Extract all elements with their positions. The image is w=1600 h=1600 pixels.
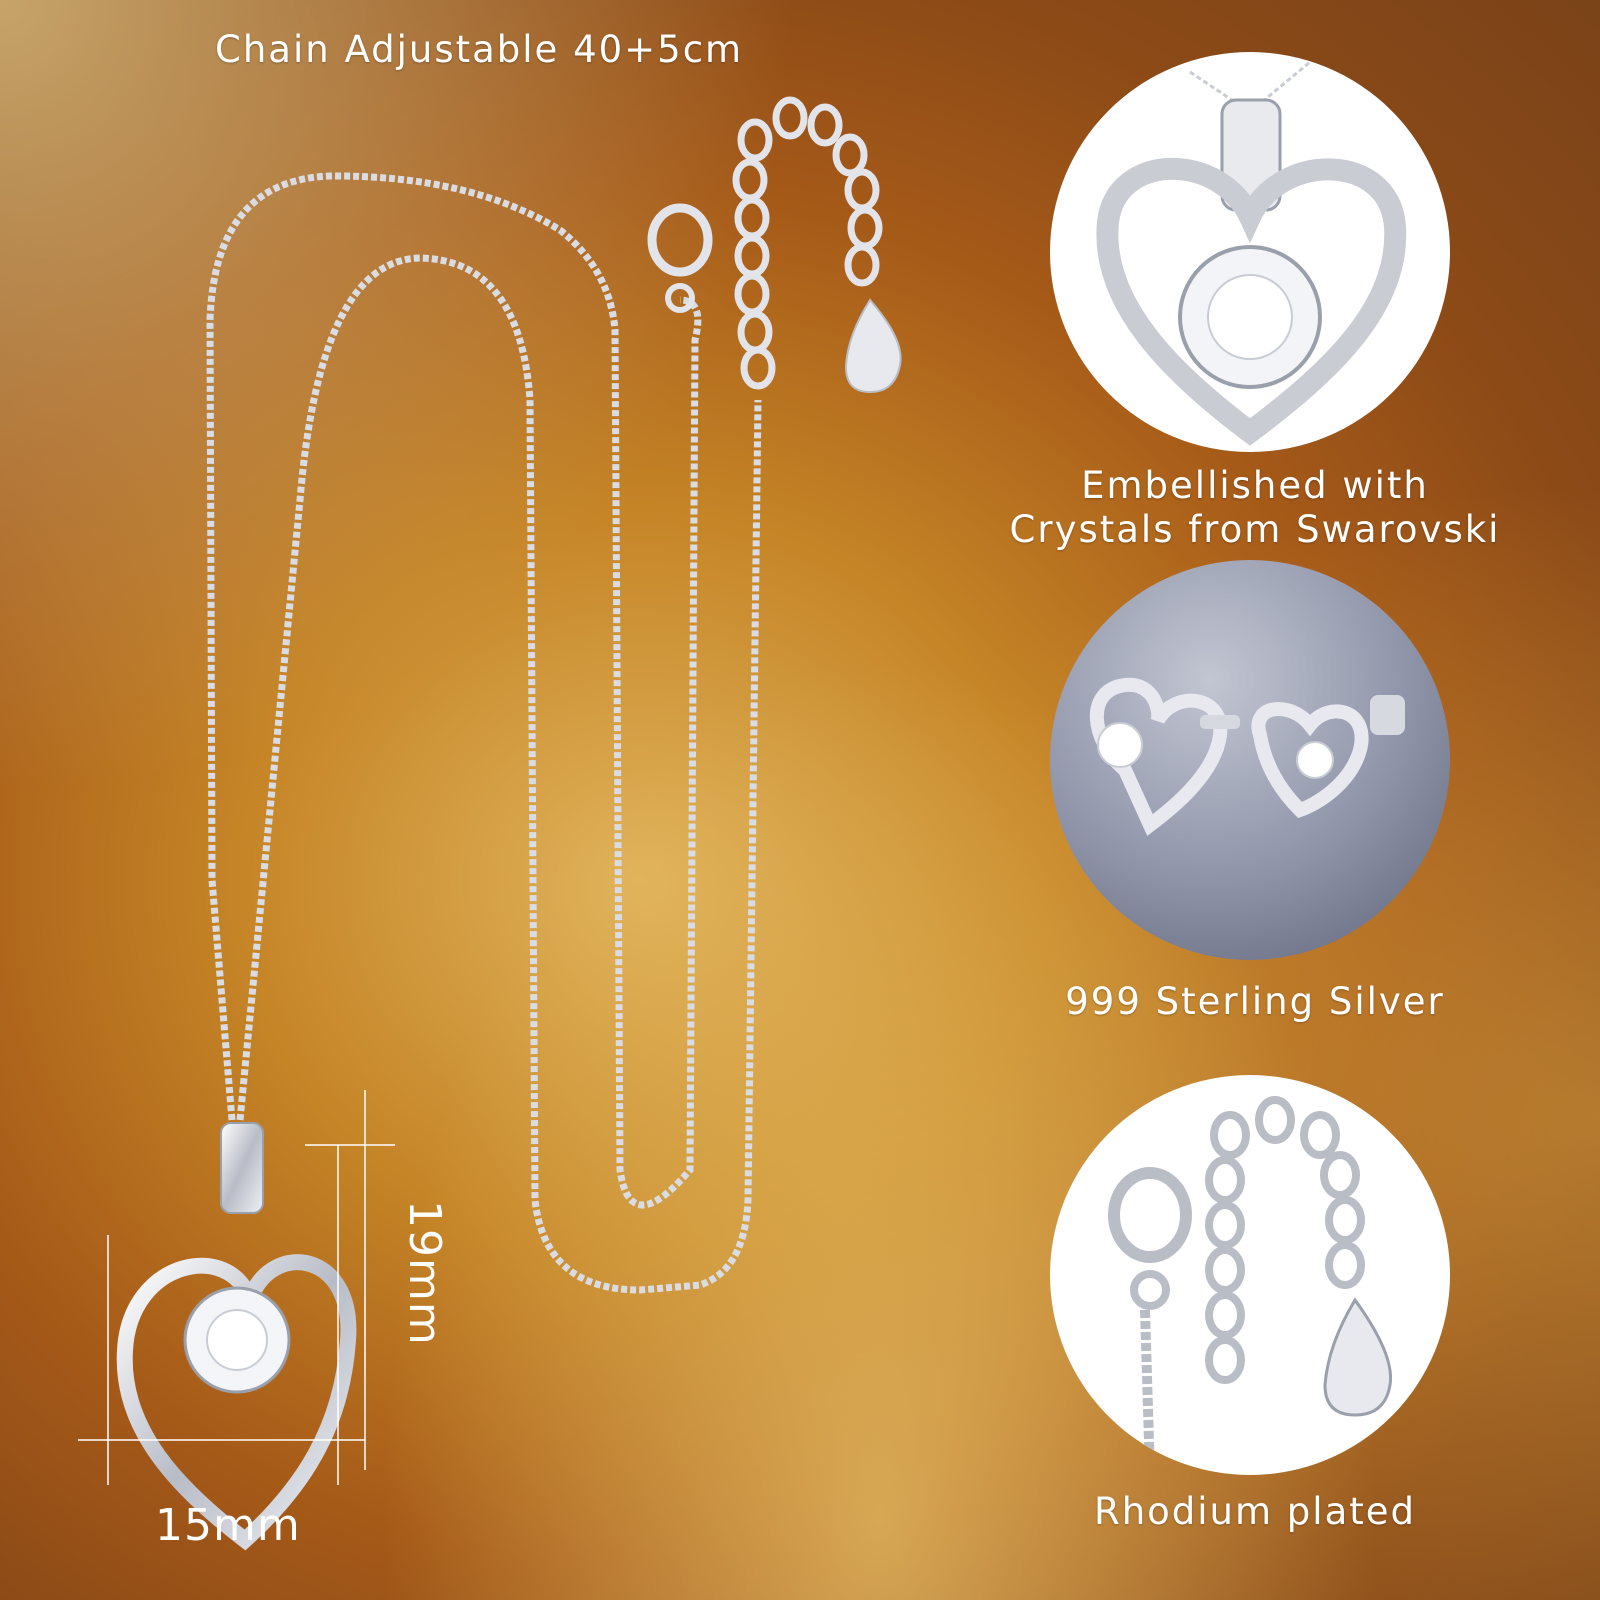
pendant-height-label: 19mm [399,1200,450,1346]
pendant-closeup-image [1050,52,1450,452]
heart-earrings-icon [1089,677,1405,836]
extender-drop-tag [844,298,902,394]
pendant-width-label: 15mm [155,1500,301,1551]
heart-pendant-icon [1096,60,1407,446]
sterling-silver-caption: 999 Sterling Silver [1065,980,1445,1023]
clasp-extender-icon [1108,1096,1393,1475]
clasp-closeup-image [1050,1075,1450,1475]
clasp-icon [647,203,713,313]
chain-outer [206,172,702,1209]
chain-inner [236,254,762,1294]
pendant-icon [116,1122,357,1551]
extender-chain [732,96,883,390]
rhodium-plated-caption: Rhodium plated [1093,1490,1416,1533]
crystals-caption-line2: Crystals from Swarovski [1009,508,1501,551]
chain-length-caption: Chain Adjustable 40+5cm [215,28,744,71]
crystals-caption-line1: Embellished with [1081,464,1429,507]
crystals-caption: Embellished with Crystals from Swarovski [960,464,1550,552]
earrings-closeup-image [1050,560,1450,960]
dimension-lines [78,1090,395,1485]
